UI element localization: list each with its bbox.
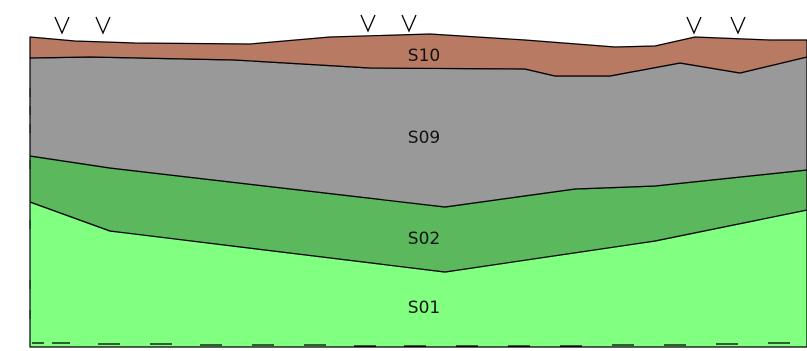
layer-label-s09: S09 [408,128,440,148]
surface-markers [54,14,746,35]
surface-marker-v [360,14,376,33]
layer-s10[interactable] [29,33,807,77]
layer-label-s02: S02 [408,229,440,249]
surface-marker-v [54,16,70,35]
surface-marker-v [95,16,111,35]
layer-label-s10: S10 [408,46,440,66]
layer-label-s01: S01 [408,298,440,318]
surface-marker-v [686,16,702,35]
bottom-boundary-dashes [32,342,790,347]
surface-marker-v [730,16,746,35]
surface-marker-v [401,14,417,33]
